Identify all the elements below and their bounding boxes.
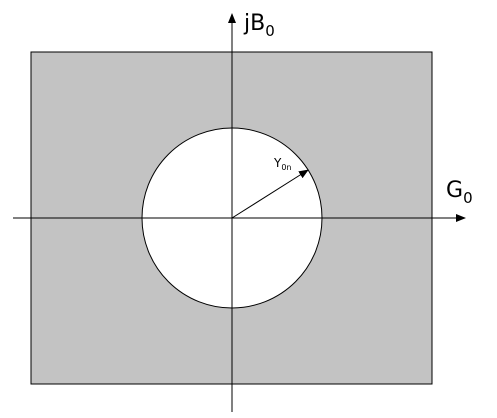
x-axis-label: G0 bbox=[446, 178, 473, 207]
radius-arrow bbox=[231, 169, 309, 219]
radius-label: Y0n bbox=[273, 156, 292, 172]
radius-label-main: Y bbox=[273, 156, 282, 170]
y-axis-label-subscript: 0 bbox=[265, 22, 275, 40]
x-axis-label-main: G bbox=[446, 178, 463, 203]
y-axis-label-main: jB bbox=[243, 11, 265, 36]
y-axis-label: jB0 bbox=[243, 11, 275, 40]
radius-label-subscript: 0n bbox=[281, 163, 291, 172]
x-axis-label-subscript: 0 bbox=[463, 189, 473, 207]
